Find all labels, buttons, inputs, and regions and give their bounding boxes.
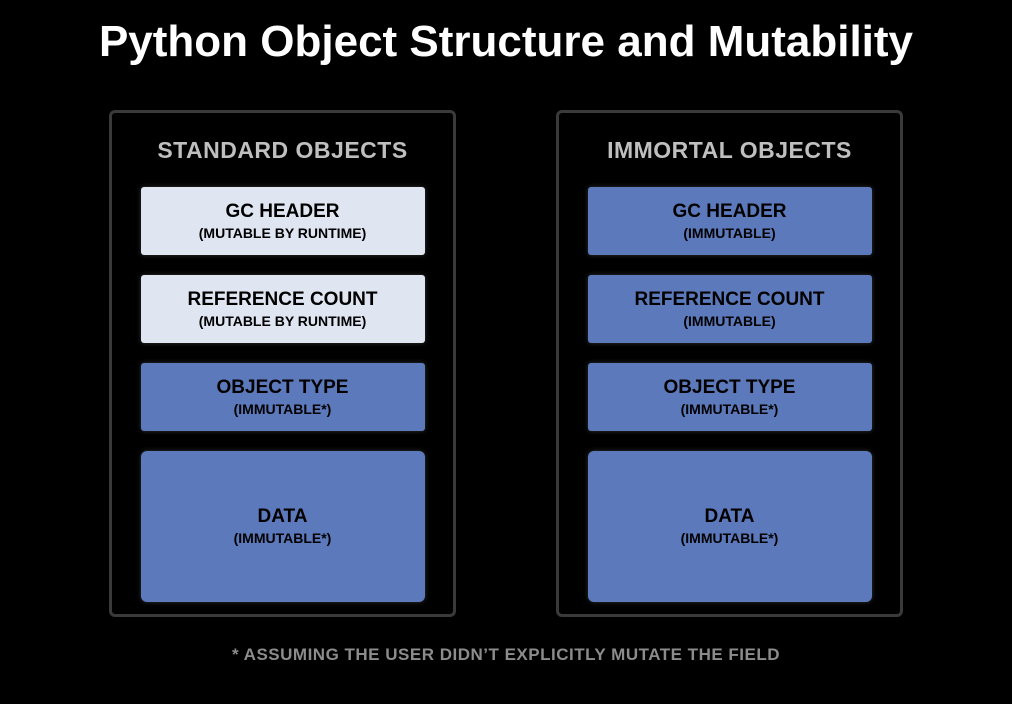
page-title: Python Object Structure and Mutability bbox=[98, 17, 914, 66]
box-sublabel: (MUTABLE BY RUNTIME) bbox=[198, 312, 367, 329]
immortal-object-type-box: OBJECT TYPE (IMMUTABLE*) bbox=[587, 363, 872, 431]
box-label: DATA bbox=[257, 506, 308, 527]
footnote: * ASSUMING THE USER DIDN’T EXPLICITLY MU… bbox=[231, 645, 781, 664]
box-label: DATA bbox=[704, 506, 755, 527]
box-sublabel: (IMMUTABLE*) bbox=[233, 400, 332, 417]
immortal-data-box: DATA (IMMUTABLE*) bbox=[587, 451, 872, 602]
box-label: GC HEADER bbox=[225, 200, 340, 222]
box-label: REFERENCE COUNT bbox=[634, 288, 825, 310]
standard-gc-header-box: GC HEADER (MUTABLE BY RUNTIME) bbox=[140, 187, 425, 255]
immortal-reference-count-box: REFERENCE COUNT (IMMUTABLE) bbox=[587, 275, 872, 343]
panels-container: STANDARD OBJECTS GC HEADER (MUTABLE BY R… bbox=[0, 110, 1012, 617]
box-label: OBJECT TYPE bbox=[663, 376, 796, 398]
box-sublabel: (IMMUTABLE*) bbox=[233, 530, 332, 546]
box-label: GC HEADER bbox=[672, 200, 787, 222]
panel-standard-objects-title: STANDARD OBJECTS bbox=[157, 137, 408, 163]
standard-reference-count-box: REFERENCE COUNT (MUTABLE BY RUNTIME) bbox=[140, 275, 425, 343]
standard-data-box: DATA (IMMUTABLE*) bbox=[140, 451, 425, 602]
panel-standard-objects: STANDARD OBJECTS GC HEADER (MUTABLE BY R… bbox=[109, 110, 456, 617]
box-sublabel: (IMMUTABLE*) bbox=[680, 400, 779, 417]
panel-immortal-objects-title: IMMORTAL OBJECTS bbox=[607, 137, 852, 163]
box-sublabel: (IMMUTABLE) bbox=[683, 224, 776, 241]
panel-immortal-objects: IMMORTAL OBJECTS GC HEADER (IMMUTABLE) R… bbox=[556, 110, 903, 617]
box-label: REFERENCE COUNT bbox=[187, 288, 378, 310]
standard-object-type-box: OBJECT TYPE (IMMUTABLE*) bbox=[140, 363, 425, 431]
box-sublabel: (MUTABLE BY RUNTIME) bbox=[198, 224, 367, 241]
box-label: OBJECT TYPE bbox=[216, 376, 349, 398]
box-sublabel: (IMMUTABLE*) bbox=[680, 530, 779, 546]
box-sublabel: (IMMUTABLE) bbox=[683, 312, 776, 329]
immortal-gc-header-box: GC HEADER (IMMUTABLE) bbox=[587, 187, 872, 255]
